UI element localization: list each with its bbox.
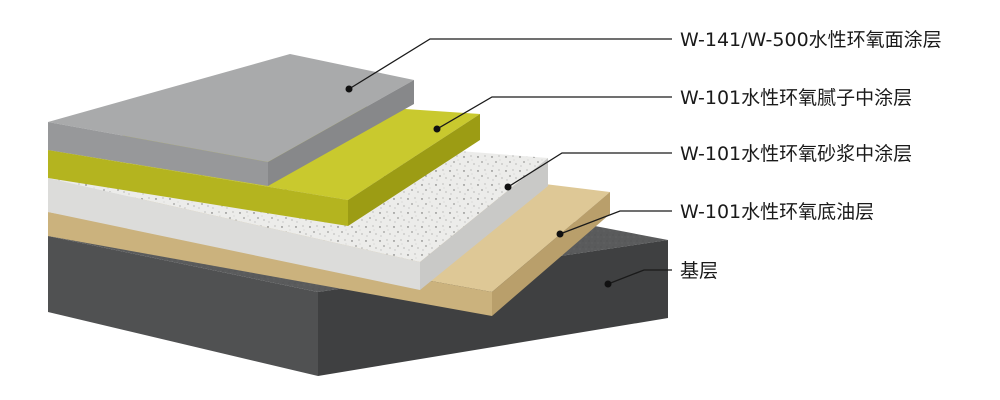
label-mortar-mid-coat: W-101水性环氧砂浆中涂层 xyxy=(680,143,912,165)
callout-mortar-mid-coat xyxy=(504,152,672,191)
callout-substrate xyxy=(604,269,672,288)
leader-line xyxy=(436,96,672,130)
topcoat-front xyxy=(48,122,268,186)
substrate-front xyxy=(48,236,318,376)
label-top-coat: W-141/W-500水性环氧面涂层 xyxy=(680,29,942,51)
leader-line xyxy=(607,269,672,285)
label-substrate: 基层 xyxy=(680,260,718,282)
leader-dot xyxy=(504,183,512,191)
mortar-front xyxy=(48,178,420,290)
leader-dot xyxy=(433,125,441,133)
leader-dot xyxy=(345,85,353,93)
putty-front xyxy=(48,150,348,226)
leader-line xyxy=(559,210,672,235)
label-primer-coat: W-101水性环氧底油层 xyxy=(680,201,874,223)
callout-top-coat xyxy=(345,38,672,93)
layer-top-coat xyxy=(48,54,414,186)
leader-dot xyxy=(556,230,564,238)
primer-front xyxy=(48,212,492,316)
leader-line xyxy=(348,38,672,90)
putty-side xyxy=(348,114,480,226)
leader-dot xyxy=(604,280,612,288)
mortar-side xyxy=(420,158,548,290)
primer-side xyxy=(492,192,610,316)
callout-primer-coat xyxy=(556,210,672,238)
callout-putty-mid-coat xyxy=(433,96,672,133)
topcoat-top xyxy=(48,54,414,162)
leader-line xyxy=(507,152,672,188)
topcoat-side xyxy=(268,80,414,186)
label-putty-mid-coat: W-101水性环氧腻子中涂层 xyxy=(680,87,912,109)
